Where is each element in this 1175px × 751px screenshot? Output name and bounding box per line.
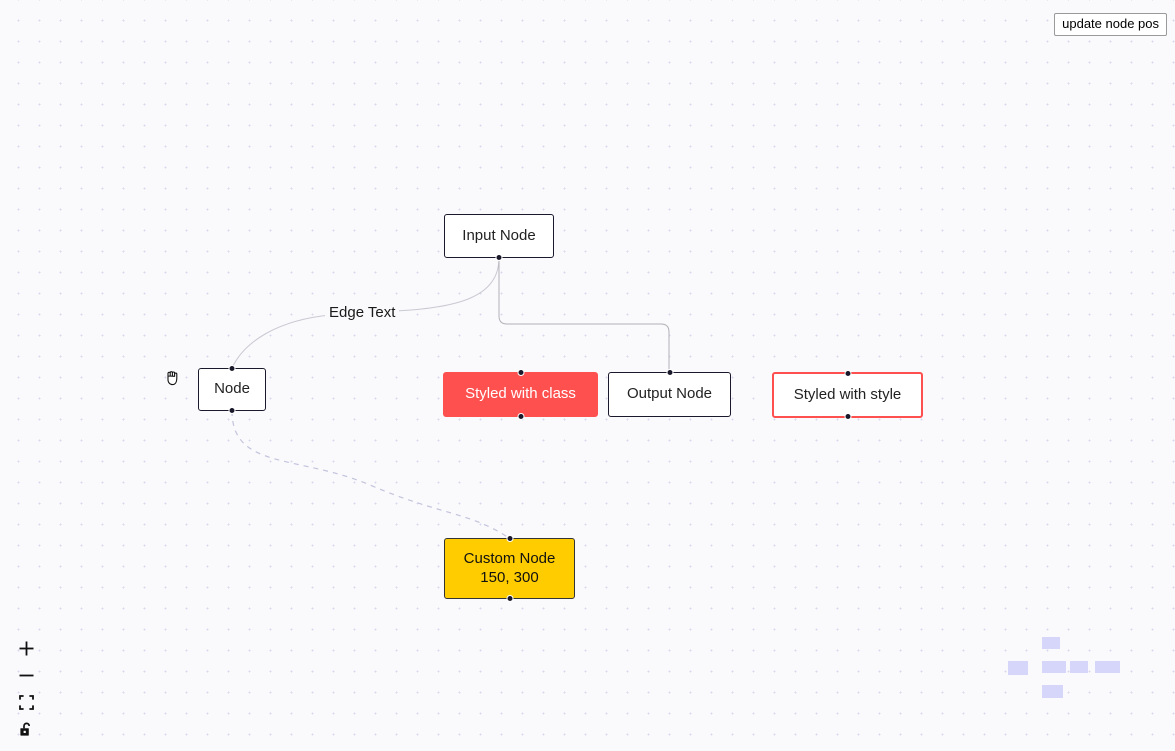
node-styled-with-class[interactable]: Styled with class bbox=[443, 369, 598, 420]
attribution-block bbox=[1042, 661, 1066, 673]
node-node[interactable]: Node bbox=[198, 365, 266, 414]
handle-source-bottom[interactable] bbox=[506, 595, 513, 602]
plus-icon bbox=[19, 641, 33, 656]
controls-panel bbox=[13, 635, 39, 743]
node-label: Custom Node bbox=[463, 549, 556, 567]
handle-target-top[interactable] bbox=[228, 365, 236, 372]
node-output-node[interactable]: Output Node bbox=[608, 369, 731, 417]
node-label: Input Node bbox=[462, 226, 536, 244]
toggle-interactivity-button[interactable] bbox=[13, 716, 39, 743]
minus-icon bbox=[19, 674, 33, 677]
handle-target-top[interactable] bbox=[666, 369, 673, 376]
edge-label-edge-text[interactable]: Edge Text bbox=[325, 303, 400, 322]
node-styled-with-style[interactable]: Styled with style bbox=[772, 370, 923, 420]
zoom-out-button[interactable] bbox=[13, 662, 39, 689]
node-label: Output Node bbox=[626, 385, 713, 403]
handle-target-top[interactable] bbox=[844, 370, 851, 377]
handle-source-bottom[interactable] bbox=[844, 413, 851, 420]
node-label: Node bbox=[214, 380, 250, 398]
top-right-panel: update node pos bbox=[1054, 13, 1167, 36]
edge-input-to-output bbox=[498, 258, 670, 372]
react-flow-attribution[interactable] bbox=[1000, 633, 1175, 703]
handle-target-top[interactable] bbox=[517, 369, 524, 376]
node-input-node[interactable]: Input Node bbox=[444, 214, 554, 261]
fit-view-icon bbox=[18, 695, 34, 710]
attribution-block bbox=[1042, 685, 1063, 698]
node-position-label: 150, 300 bbox=[480, 568, 539, 586]
handle-target-top[interactable] bbox=[506, 535, 513, 542]
node-label: Styled with style bbox=[793, 385, 902, 403]
zoom-in-button[interactable] bbox=[13, 635, 39, 662]
grabbing-hand-cursor bbox=[167, 371, 178, 386]
edge-node-to-custom bbox=[231, 410, 510, 539]
unlock-icon bbox=[19, 722, 30, 736]
handle-source-bottom[interactable] bbox=[228, 407, 236, 414]
fit-view-button[interactable] bbox=[13, 689, 39, 716]
handle-source-bottom[interactable] bbox=[495, 254, 503, 261]
attribution-block bbox=[1070, 661, 1088, 673]
attribution-block bbox=[1008, 661, 1028, 675]
attribution-block bbox=[1042, 637, 1060, 649]
node-custom-node[interactable]: Custom Node 150, 300 bbox=[444, 535, 575, 602]
node-label: Styled with class bbox=[465, 385, 576, 403]
update-node-pos-button[interactable]: update node pos bbox=[1054, 13, 1167, 36]
attribution-block bbox=[1095, 661, 1120, 673]
handle-source-bottom[interactable] bbox=[517, 413, 524, 420]
